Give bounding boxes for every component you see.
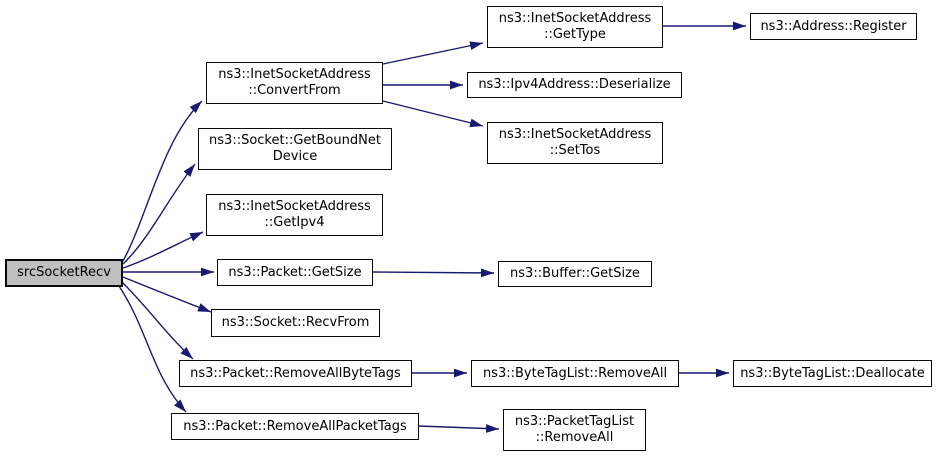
node-packet-removeallpackettags[interactable]: ns3::Packet::RemoveAllPacketTags <box>171 413 419 440</box>
edge-src-to-getboundnetdevice <box>122 163 196 265</box>
node-label: ns3::Socket::RecvFrom <box>221 315 370 330</box>
edge-packetgetsize-to-buffergetsize <box>372 268 495 278</box>
node-label: Device <box>272 149 318 164</box>
node-label: ns3::PacketTagList <box>514 414 635 429</box>
edge-src-to-removeallbytetags <box>121 281 194 360</box>
node-label: ns3::Packet::RemoveAllPacketTags <box>183 418 407 434</box>
node-label: ns3::ByteTagList::RemoveAll <box>482 365 668 381</box>
node-label: ::GetIpv4 <box>264 215 325 230</box>
node-inetsocketaddress-settos[interactable]: ns3::InetSocketAddress ::SetTos <box>487 122 663 164</box>
edge-src-to-recvfrom <box>122 276 212 313</box>
node-ipv4address-deserialize[interactable]: ns3::Ipv4Address::Deserialize <box>467 72 682 98</box>
node-label: ::ConvertFrom <box>248 83 341 98</box>
edge-removeallpackettags-to-packettaglistremoveall <box>418 424 500 433</box>
node-label: ns3::InetSocketAddress <box>218 199 371 214</box>
node-inetsocketaddress-gettype[interactable]: ns3::InetSocketAddress ::GetType <box>487 6 663 48</box>
node-label: srcSocketRecv <box>17 265 111 280</box>
node-label: ::GetType <box>544 27 606 42</box>
edge-convertfrom-to-settos <box>382 100 484 128</box>
node-label: ns3::InetSocketAddress <box>498 11 652 26</box>
node-label: ns3::Ipv4Address::Deserialize <box>478 77 671 92</box>
node-socket-getboundnetdevice[interactable]: ns3::Socket::GetBoundNet Device <box>198 128 392 170</box>
edge-src-to-getipv4 <box>122 231 204 269</box>
node-inetsocketaddress-convertfrom[interactable]: ns3::InetSocketAddress ::ConvertFrom <box>206 62 383 104</box>
node-packet-removeallbytetags[interactable]: ns3::Packet::RemoveAllByteTags <box>179 360 412 387</box>
node-srcsocketrecv: srcSocketRecv <box>5 259 123 287</box>
node-packet-getsize[interactable]: ns3::Packet::GetSize <box>217 259 373 286</box>
node-packettaglist-removeall[interactable]: ns3::PacketTagList ::RemoveAll <box>503 409 646 451</box>
edge-src-to-removeallpackettags <box>118 285 187 413</box>
node-socket-recvfrom[interactable]: ns3::Socket::RecvFrom <box>211 309 380 337</box>
node-address-register[interactable]: ns3::Address::Register <box>750 13 917 40</box>
node-label: ns3::ByteTagList::Deallocate <box>740 365 925 381</box>
edge-src-to-convertfrom <box>122 100 203 262</box>
node-label: ns3::Packet::RemoveAllByteTags <box>190 365 401 381</box>
node-bytetaglist-removeall[interactable]: ns3::ByteTagList::RemoveAll <box>471 360 679 387</box>
node-label: ns3::Buffer::GetSize <box>510 266 640 281</box>
node-inetsocketaddress-getipv4[interactable]: ns3::InetSocketAddress ::GetIpv4 <box>206 194 383 236</box>
node-bytetaglist-deallocate[interactable]: ns3::ByteTagList::Deallocate <box>733 360 932 387</box>
node-buffer-getsize[interactable]: ns3::Buffer::GetSize <box>498 261 652 287</box>
edge-convertfrom-to-gettype <box>382 41 484 65</box>
node-label: ns3::Packet::GetSize <box>228 264 362 280</box>
node-label: ns3::InetSocketAddress <box>498 127 652 142</box>
node-label: ns3::Address::Register <box>760 18 907 34</box>
node-label: ns3::InetSocketAddress <box>218 67 371 82</box>
node-label: ::RemoveAll <box>535 430 614 445</box>
node-label: ::SetTos <box>549 143 601 158</box>
node-label: ns3::Socket::GetBoundNet <box>209 133 381 148</box>
